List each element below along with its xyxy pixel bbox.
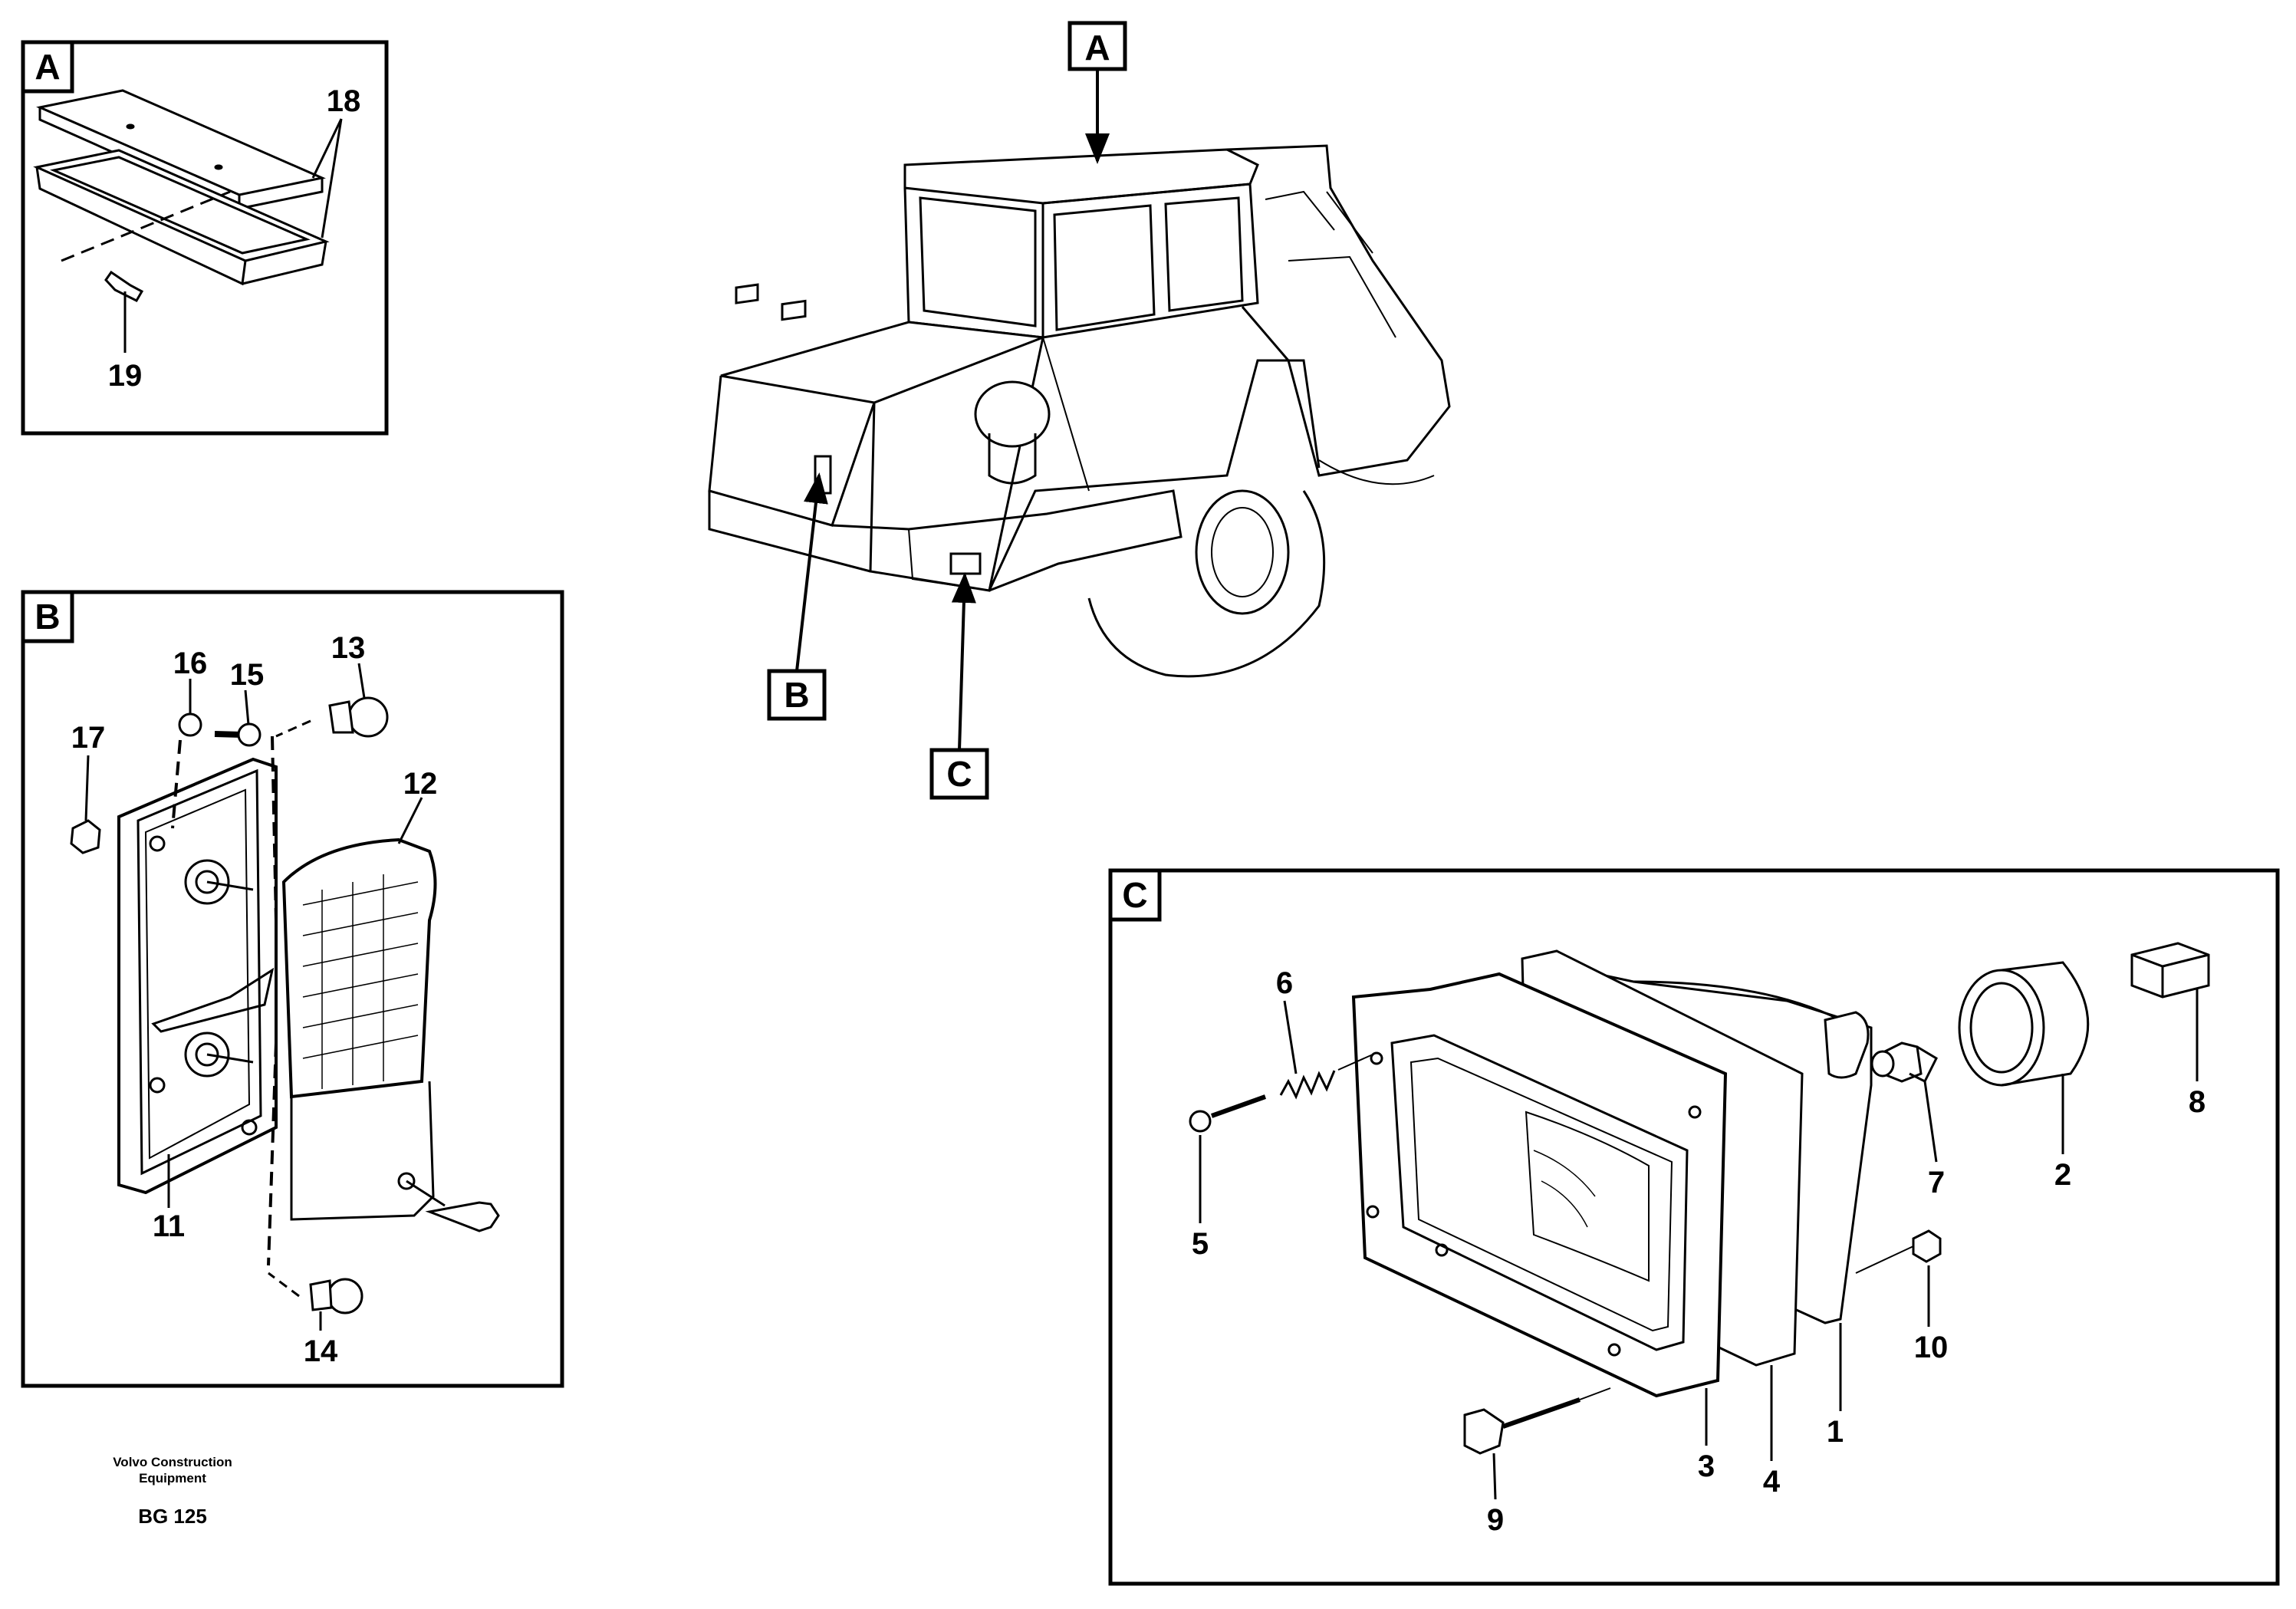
machine-tag-c: C [946,754,972,794]
callout-7: 7 [1928,1166,1945,1199]
callout-13: 13 [331,631,366,665]
callout-11: 11 [153,1209,185,1243]
callout-18-leaders [311,118,343,239]
callout-15: 15 [230,658,265,692]
callout-14: 14 [304,1334,338,1368]
machine-tag-a: A [1084,28,1110,67]
company-line-1: Volvo Construction [113,1455,232,1469]
panel-a-letter: A [35,47,60,87]
headlamp-drawing [1189,942,2210,1455]
machine-tag-b-box [767,669,827,721]
callout-9: 9 [1487,1503,1504,1537]
panel-b-tag [21,590,74,643]
panel-b-leaders [84,663,423,1331]
callout-16: 16 [173,647,208,680]
callout-8: 8 [2189,1085,2206,1119]
panel-b: B [21,590,564,1388]
callout-19: 19 [108,359,143,393]
drawing-code: BG 125 [138,1505,207,1528]
machine-tag-a-box [1067,21,1127,71]
callout-18: 18 [327,84,361,118]
callout-6: 6 [1276,966,1293,1000]
callout-1: 1 [1827,1415,1844,1449]
callout-3: 3 [1698,1449,1715,1483]
company-line-2: Equipment [139,1471,206,1486]
company-name: Volvo Construction Equipment [77,1454,268,1486]
rear-light-drawing [70,696,500,1315]
articulated-hauler-drawing [708,144,1451,678]
callout-10: 10 [1914,1331,1949,1364]
callout-2: 2 [2054,1158,2071,1192]
panel-b-frame [21,590,564,1388]
machine-tag-b: B [784,675,809,715]
callout-4: 4 [1763,1465,1781,1499]
panel-c-tag [1108,868,1162,922]
callout-17: 17 [71,721,106,755]
marker-lamp-drawing [33,89,330,353]
panel-c: C [1108,868,2280,1586]
panel-a-frame [21,40,389,436]
panel-b-letter: B [35,597,60,637]
panel-c-letter: C [1122,875,1147,915]
panel-c-leaders [1199,989,2199,1500]
machine-tags: A B C [767,21,1127,800]
machine-tag-c-box [929,748,989,800]
panel-a: A 18 19 [21,40,389,436]
panel-a-tag [21,40,74,94]
callout-5: 5 [1192,1227,1209,1261]
callout-12: 12 [403,767,438,801]
headlamp-location [949,552,982,575]
panel-c-frame [1108,868,2280,1586]
